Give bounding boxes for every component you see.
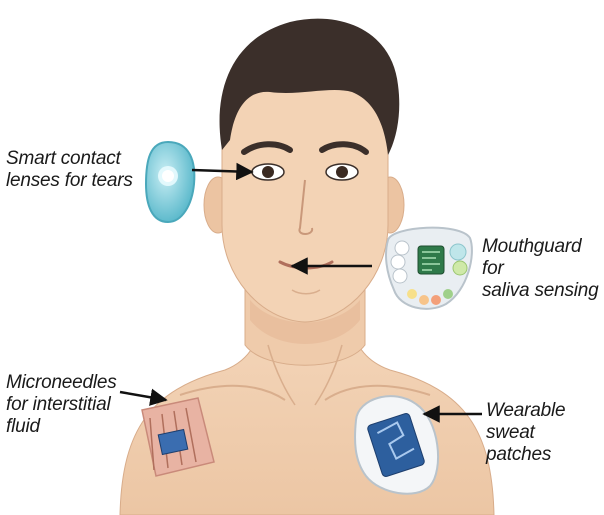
label-mouthguard: Mouthguard for saliva sensing xyxy=(482,236,604,302)
iris-left xyxy=(262,166,274,178)
label-sweat-patches: Wearable sweat patches xyxy=(486,400,604,466)
arrow-to-microneedles xyxy=(120,392,166,400)
contact-lens-icon xyxy=(146,142,194,222)
label-smart-contact-lenses: Smart contact lenses for tears xyxy=(6,148,133,192)
mouthguard-icon xyxy=(386,228,472,309)
label-microneedles: Microneedles for interstitial fluid xyxy=(6,372,117,438)
iris-right xyxy=(336,166,348,178)
